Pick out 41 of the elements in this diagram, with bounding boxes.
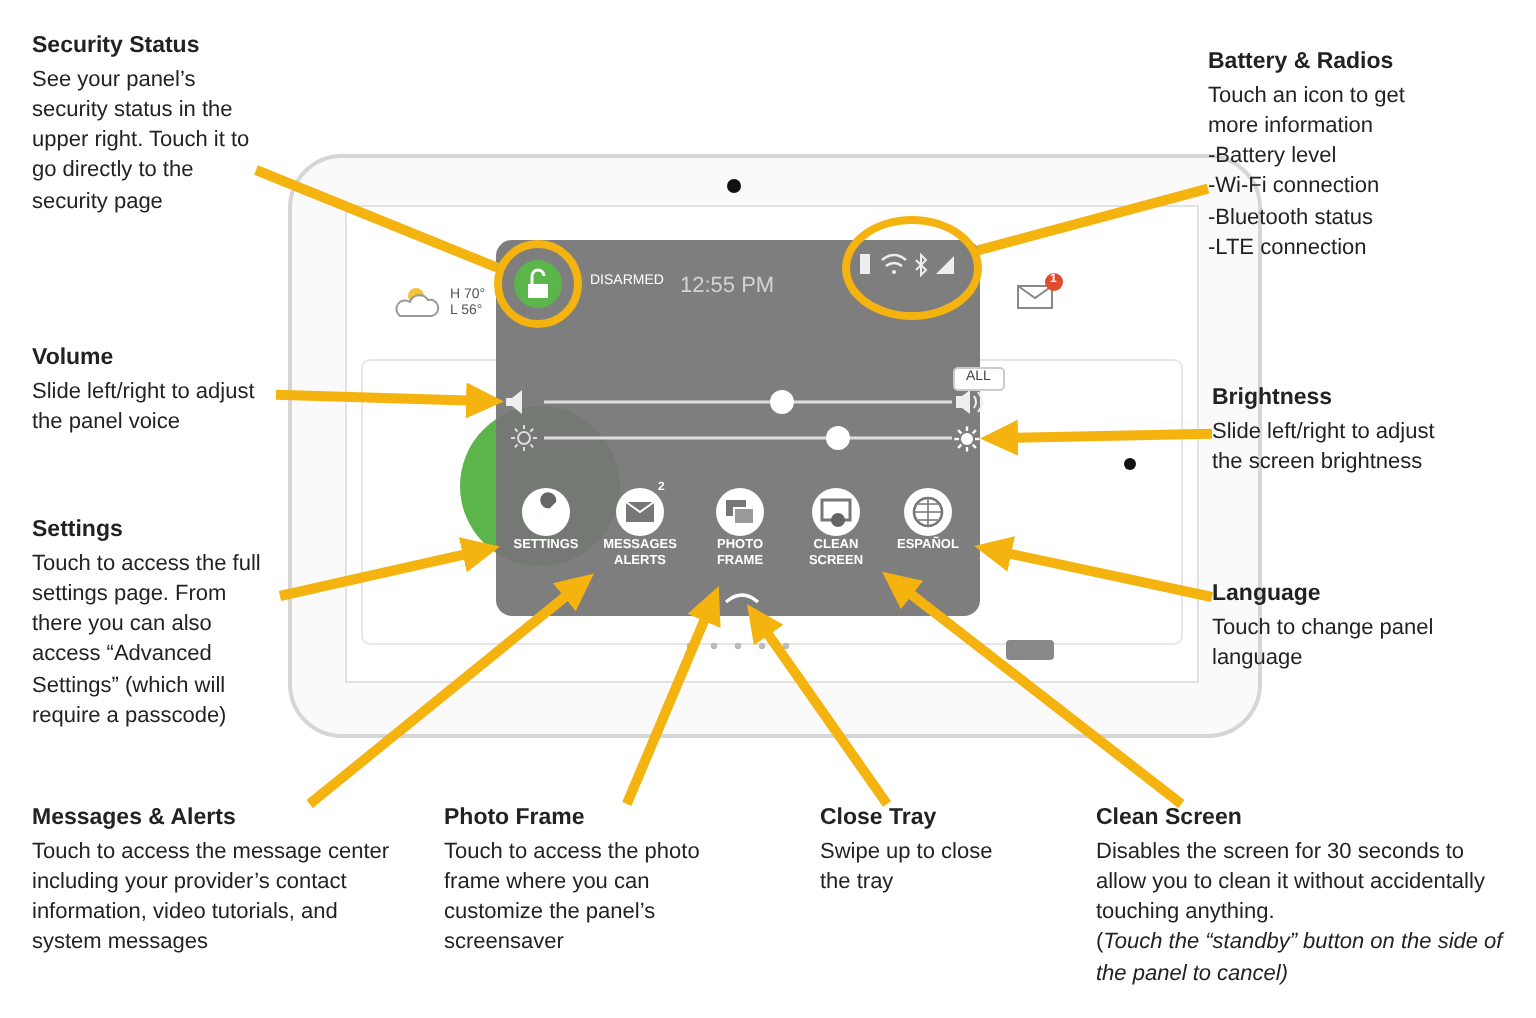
callout-text: Slide left/right to adjust the screen brightness xyxy=(1212,417,1437,479)
callout-text: -Bluetooth status xyxy=(1208,203,1376,234)
callout-text: Slide left/right to adjust the panel voice xyxy=(32,377,257,439)
callout-text: See your panel’s security status in the upper right. Touch it to go directly to the security page xyxy=(32,65,252,218)
callout-text: Disables the screen for 30 seconds to allow you to clean it without accidentally touching anything. xyxy=(1096,837,1487,929)
callout-text: (Touch the “standby” button on the side of the panel to cancel) xyxy=(1096,928,1506,990)
callout-text: -LTE connection xyxy=(1208,233,1369,264)
callout-text: Touch to change panel language xyxy=(1212,613,1436,675)
clock-text: 12:55 PM xyxy=(680,274,775,298)
callout-heading: Language xyxy=(1212,580,1323,610)
callout-text: Touch an icon to get more information xyxy=(1208,81,1407,143)
sun-icon xyxy=(954,426,980,452)
arrow xyxy=(622,585,721,806)
callout-heading: Close Tray xyxy=(820,804,939,834)
arrow xyxy=(275,382,504,419)
callout-text: Touch to access the full settings page. From there you can also access “Advanced Settings” (which will require a passcode) xyxy=(32,549,263,732)
highlight-circle xyxy=(494,240,582,328)
callout-text: Touch to access the photo frame where you can customize the panel’s screensaver xyxy=(444,837,702,959)
callout-heading: Battery & Radios xyxy=(1208,48,1396,78)
arrow xyxy=(306,573,594,808)
arrow xyxy=(974,536,1214,602)
callout-text: -Battery level xyxy=(1208,142,1339,173)
callout-heading: Brightness xyxy=(1212,384,1335,414)
speaker-icon xyxy=(504,390,528,414)
callout-text: Swipe up to close the tray xyxy=(820,837,995,899)
callout-text: -Wi-Fi connection xyxy=(1208,172,1382,203)
callout-heading: Settings xyxy=(32,516,125,546)
callout-text: Touch to access the message center including your provider’s contact information, video tutorials, and system messages xyxy=(32,837,392,959)
chevron-icon xyxy=(724,590,760,604)
arrow xyxy=(278,537,500,601)
arrow xyxy=(882,571,1185,808)
callout-heading: Photo Frame xyxy=(444,804,587,834)
callout-heading: Security Status xyxy=(32,32,202,62)
leader-line xyxy=(254,165,500,273)
leader-line xyxy=(976,183,1210,256)
callout-heading: Clean Screen xyxy=(1096,804,1244,834)
arrow xyxy=(746,604,892,807)
arrow xyxy=(980,419,1213,456)
callout-heading: Messages & Alerts xyxy=(32,804,238,834)
callout-heading: Volume xyxy=(32,344,116,374)
highlight-circle xyxy=(842,216,982,320)
